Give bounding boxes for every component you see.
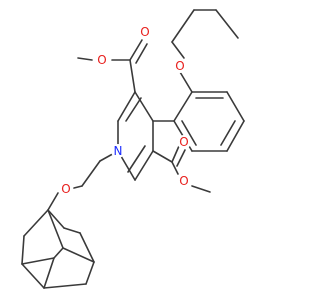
atom-o-ether-adamantyl: O [59,182,73,196]
bond [181,120,197,146]
bond [152,150,173,163]
bond [191,185,211,193]
bond [226,91,245,122]
bond [125,97,142,122]
bond [171,9,195,43]
atom-label: N [114,144,123,158]
bond [21,257,55,265]
bond [129,39,143,61]
bond [77,57,93,61]
atom-label-layer: O O O O O O N [59,25,191,196]
atom-label: O [140,25,149,39]
atom-o-butoxy: O [173,59,187,73]
bond [73,185,83,189]
bond [135,43,148,64]
bond [43,257,55,289]
bond [171,145,180,163]
bond [117,91,136,122]
bond [220,120,236,146]
bond [23,209,49,237]
chemical-structure: O O O O O O N [21,9,245,289]
atom-label: O [179,135,188,149]
atom-o-ester1-ether: O [95,53,109,67]
bond [215,9,239,39]
bond [47,192,59,211]
atom-o-ester2-carbonyl: O [177,135,191,149]
bond [173,91,193,122]
bond [21,235,25,265]
atom-n-ring: N [111,144,125,158]
atom-label: O [97,53,106,67]
bond [226,120,245,152]
bond [47,209,64,249]
bond [171,41,185,59]
bond [43,283,87,289]
bond [62,247,95,263]
bond [47,209,65,229]
atom-label: O [61,182,70,196]
bond [129,59,136,93]
bond [85,261,95,285]
bond-layer [21,9,245,289]
atom-label: O [175,59,184,73]
bond [179,71,193,93]
atom-o-ester1-carbonyl: O [138,25,152,39]
bond [21,263,45,289]
bond [127,145,146,173]
atom-o-ester2-ether: O [177,174,191,188]
bond [53,247,64,259]
bond [81,160,101,187]
bond [79,232,95,263]
bond [176,149,186,167]
bond [134,150,154,181]
bond [63,227,81,234]
bond [134,91,154,122]
bond [171,161,179,175]
atom-label: O [179,174,188,188]
